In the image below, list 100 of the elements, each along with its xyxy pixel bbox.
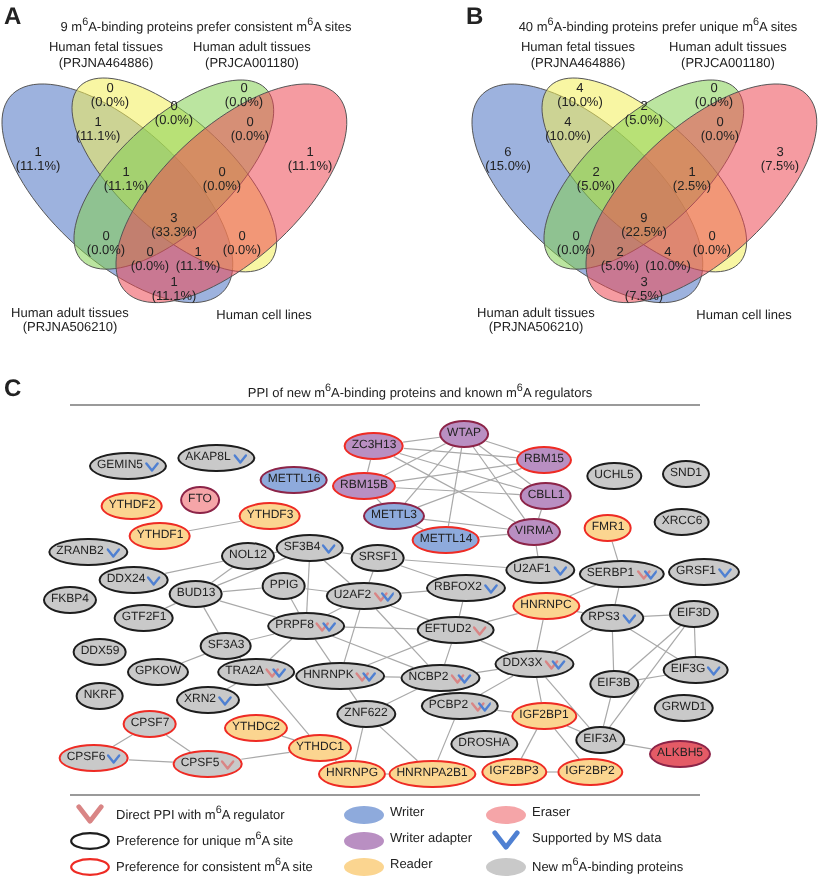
- protein-node: [275, 534, 345, 562]
- protein-node: [411, 526, 481, 554]
- interaction-line: [368, 571, 374, 583]
- protein-node: [224, 714, 288, 742]
- protein-node: [58, 744, 130, 772]
- protein-node: [261, 572, 307, 600]
- protein-node: [512, 592, 580, 620]
- interaction-line: [623, 743, 652, 750]
- interaction-line: [211, 566, 233, 584]
- interaction-line: [554, 728, 580, 760]
- protein-node: [176, 686, 240, 714]
- protein-node: [426, 574, 506, 602]
- interaction-line: [384, 442, 447, 476]
- protein-node: [75, 682, 125, 710]
- protein-node: [575, 726, 625, 754]
- interaction-line: [216, 557, 287, 586]
- interaction-line: [480, 675, 514, 695]
- protein-node: [122, 710, 178, 738]
- interaction-line: [545, 676, 590, 729]
- interaction-line: [164, 560, 224, 574]
- protein-node: [113, 604, 175, 632]
- protein-node: [325, 582, 403, 610]
- interaction-line: [384, 676, 402, 678]
- panel-letter: B: [466, 4, 484, 28]
- protein-node: [318, 760, 386, 788]
- interaction-line: [240, 751, 291, 760]
- protein-node: [662, 656, 730, 684]
- interaction-line: [614, 587, 620, 605]
- interaction-line: [611, 631, 615, 671]
- protein-node: [511, 702, 577, 730]
- interaction-line: [538, 509, 542, 519]
- interaction-line: [423, 518, 509, 530]
- protein-node: [336, 700, 396, 728]
- protein-node: [172, 750, 244, 778]
- protein-node: [48, 538, 128, 566]
- protein-node: [72, 638, 128, 666]
- interaction-line: [576, 611, 584, 614]
- interaction-line: [642, 614, 670, 618]
- protein-node: [98, 566, 170, 594]
- protein-node: [557, 758, 623, 786]
- protein-node: [669, 600, 719, 628]
- protein-node: [199, 632, 253, 660]
- interaction-line: [379, 725, 419, 762]
- protein-node: [238, 502, 302, 530]
- interaction-line: [535, 545, 539, 557]
- interaction-line: [393, 456, 516, 523]
- protein-node: [127, 658, 189, 686]
- interaction-line: [484, 440, 522, 453]
- protein-node: [450, 730, 518, 758]
- interaction-line: [415, 525, 424, 531]
- interaction-line: [480, 640, 510, 654]
- protein-node: [295, 662, 385, 690]
- interaction-line: [331, 635, 414, 669]
- protein-node: [177, 444, 255, 472]
- interaction-line: [637, 674, 666, 681]
- interaction-line: [536, 619, 544, 651]
- protein-node: [507, 518, 561, 546]
- interaction-line: [536, 677, 542, 703]
- protein-node: [505, 556, 575, 584]
- interaction-line: [249, 633, 275, 641]
- interaction-line: [404, 446, 454, 504]
- interaction-line: [458, 601, 464, 617]
- interaction-line: [566, 725, 581, 733]
- panel-letter: A: [4, 4, 22, 28]
- interaction-line: [343, 609, 361, 663]
- interaction-line: [188, 520, 242, 532]
- protein-node: [43, 586, 97, 614]
- interaction-line: [281, 735, 295, 741]
- protein-node: [89, 452, 167, 480]
- protein-node: [267, 612, 345, 640]
- interaction-line: [475, 668, 499, 674]
- protein-node: [400, 664, 480, 692]
- interaction-line: [112, 734, 133, 747]
- protein-node: [439, 420, 489, 448]
- protein-node: [653, 694, 715, 722]
- protein-node: [180, 486, 220, 514]
- interaction-line: [417, 467, 523, 508]
- interaction-line: [444, 643, 452, 665]
- protein-node: [589, 670, 639, 698]
- protein-node: [259, 466, 329, 494]
- protein-node: [416, 616, 496, 644]
- interaction-line: [266, 684, 310, 736]
- interaction-line: [375, 608, 429, 666]
- protein-node: [332, 472, 396, 500]
- interaction-line: [290, 598, 300, 613]
- interaction-line: [520, 729, 538, 759]
- interaction-line: [400, 565, 438, 579]
- interaction-line: [306, 561, 310, 613]
- interaction-line: [269, 638, 293, 660]
- interaction-line: [376, 498, 382, 504]
- interaction-line: [629, 628, 678, 659]
- interaction-line: [546, 771, 558, 773]
- interaction-line: [404, 559, 507, 569]
- protein-node: [420, 692, 500, 720]
- interaction-line: [553, 628, 594, 653]
- panel-letter: C: [4, 376, 22, 400]
- interaction-line: [390, 605, 430, 621]
- interaction-line: [486, 612, 519, 623]
- interaction-line: [323, 560, 351, 584]
- interaction-line: [181, 653, 206, 664]
